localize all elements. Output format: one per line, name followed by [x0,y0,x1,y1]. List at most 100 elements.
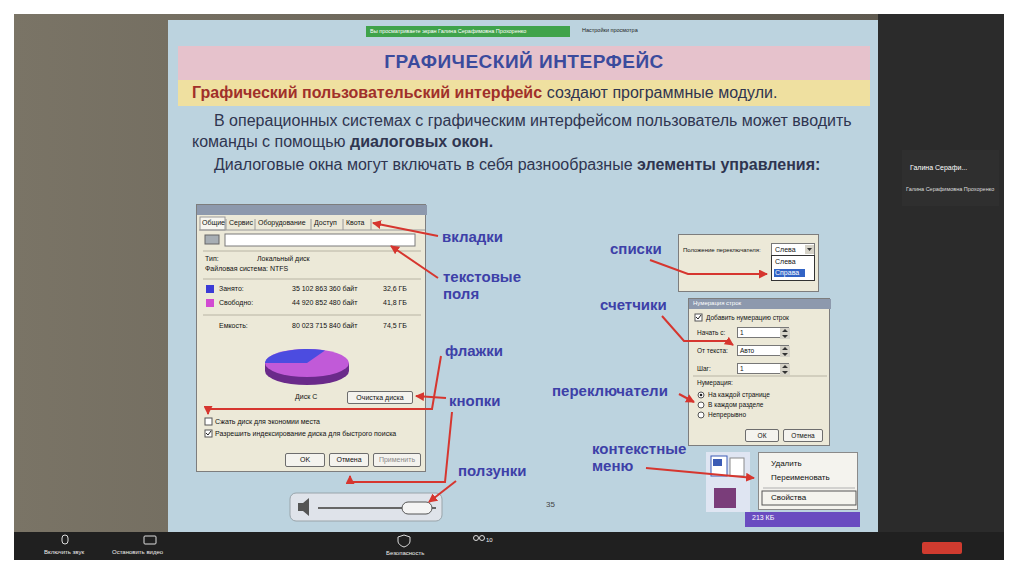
shape-rect [878,14,1004,532]
shape-rect [780,346,790,357]
spin-box: 1 [737,363,789,374]
callout-word: счетчики [600,296,667,313]
body-text: Диалоговые окна могут включать в себя ра… [214,156,633,173]
node-text: 41,8 ГБ [383,299,407,307]
node-text: 74,5 ГБ [383,322,407,330]
node-text: Добавить нумерацию строк [706,314,789,321]
counter-dialog: Нумерация строкДобавить нумерацию строкН… [688,298,830,446]
node-text: 35 102 863 360 байт [292,285,357,293]
shape-path [208,356,441,414]
node-text: Доступ [314,219,337,227]
callout-word: текстовые поля [443,268,535,303]
shape-path [662,316,733,345]
node-text: Графический пользовательский интерфейс [192,84,542,101]
node-text: Очистка диска [356,394,403,401]
push-button: ОК [745,429,779,442]
toolbar-label: Остановить видео [112,549,163,556]
shape-rect [762,491,856,505]
share-banner: Вы просматриваете экран Галина Серафимов… [366,26,570,37]
shape-rect [713,459,722,466]
callout-word: флажки [445,342,503,359]
shape-path [416,396,446,398]
shape-path [650,260,767,274]
shape-rect [402,502,432,514]
shape-rect [922,542,962,554]
shape-path [782,329,788,338]
context-menu: УдалитьПереименоватьСвойства [758,452,858,510]
spin-box: Авто [737,345,789,356]
node-text: Нумерация: [697,379,733,386]
shape-rect [695,314,702,321]
node-text: создают программные модули. [547,84,778,101]
shape-rect [144,536,156,544]
node-text: Файловая система: NTFS [205,265,288,273]
node-text: На каждой странице [708,391,770,398]
shape-rect [780,328,790,339]
shape-rect [225,234,415,246]
shape-rect [290,493,442,521]
node-text: Шаг: [697,365,711,372]
toolbar-label: 10 [486,537,493,544]
shape-path [763,488,855,489]
shape-rect [197,205,427,215]
shape-path [782,347,788,356]
node-text: Удалить [771,459,802,468]
shape-path [199,219,425,230]
widget-graphics [738,328,790,339]
toolbar-label: Безопасность [386,550,424,557]
node-text: Отмена [791,432,814,439]
node-text: Диск C [295,393,317,401]
shape-rect [168,20,878,532]
node-text: OK [300,456,310,463]
node-text: Нумерация строк [693,300,741,307]
shape-rect [200,217,225,230]
page-number: 35 [546,500,555,509]
node-text: 32,6 ГБ [383,285,407,293]
shape-path [782,365,788,374]
shape-path [679,394,694,402]
shape-rect [205,235,219,244]
node-text: Применить [379,456,415,463]
shape-circle [700,394,703,397]
shape-rect [205,430,212,437]
spin-box: 1 [737,327,789,338]
node-text: Локальный диск [257,255,310,263]
shape-rect [62,535,68,544]
shape-path [203,251,421,315]
body-paragraph: Диалоговые окна могут включать в себя ра… [192,154,862,175]
shape-path [265,349,325,363]
node-text: Тип: [205,255,219,263]
shape-path [693,376,827,377]
body-paragraph: В операционных системах с графическим ин… [192,110,862,152]
shape-rect [730,458,744,476]
node-text: Начать с: [697,329,725,336]
shape-path [373,223,438,236]
dropdown-list: СлеваСправа [771,255,815,281]
node-text: Отмена [336,456,361,463]
widget-graphics [738,364,790,375]
callout-word: ползунки [458,462,527,479]
shape-circle [698,412,704,418]
shape-rect [178,46,870,80]
node-text: 1 [740,329,744,336]
shape-path [807,248,812,251]
dialog-window: ОбщиеСервисОборудованиеДоступКвотаТип:Ло… [196,204,426,472]
callout-word: списки [610,240,662,257]
shape-rect [14,532,1004,560]
node-text: Слева [775,258,796,266]
shape-path [298,498,309,516]
shape-rect [706,452,750,512]
shape-rect [780,364,790,375]
toolbar-label: Включить звук [44,549,84,556]
shape-circle [480,536,485,541]
emphasis-text: элементы управления: [637,156,820,173]
callout-word: вкладки [442,228,503,245]
shape-path [646,468,754,478]
node-text: Непрерывно [708,411,746,418]
node-text: В каждом разделе [708,401,763,408]
node-text: 44 920 852 480 байт [292,299,357,307]
node-text: Вы просматриваете экран Галина Серафимов… [370,28,526,34]
node-text: От текста: [697,347,728,354]
